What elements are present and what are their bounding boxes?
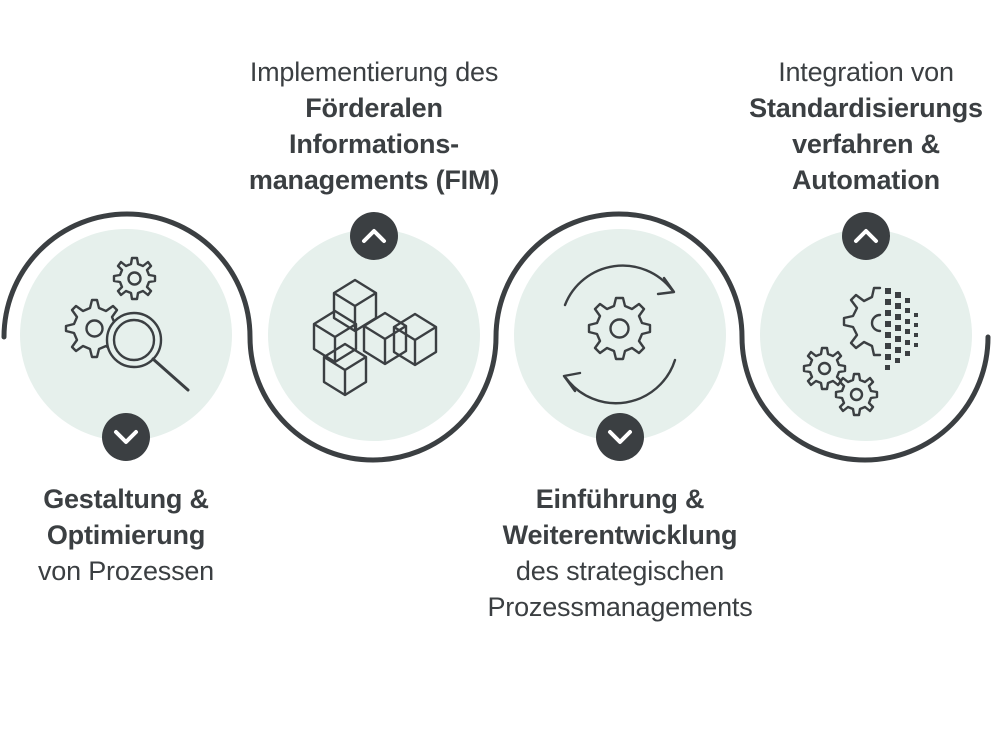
pixel-dots bbox=[885, 288, 918, 370]
chevron-down-icon bbox=[608, 430, 632, 444]
label-bold-line: Optimierung bbox=[46, 520, 206, 550]
gears-magnifier-icon bbox=[64, 256, 190, 392]
label-bold-line: Standardisierungs bbox=[749, 93, 983, 123]
chevron-up-badge-2 bbox=[350, 212, 398, 260]
label-normal-line: Integration von bbox=[778, 57, 954, 87]
label-bold-line: Gestaltung & bbox=[43, 484, 209, 514]
chevron-down-badge-3 bbox=[596, 413, 644, 461]
label-normal-line: des strategischen bbox=[515, 556, 725, 586]
label-bold-line: Informations- bbox=[289, 129, 459, 159]
label-bold-line: Einführung & bbox=[535, 484, 705, 514]
label-bold-line: Weiterentwicklung bbox=[502, 520, 738, 550]
step-circle-2 bbox=[268, 229, 480, 441]
label-normal-line: Implementierung des bbox=[249, 57, 499, 87]
label-bold-line: managements (FIM) bbox=[248, 165, 500, 195]
chevron-down-icon bbox=[114, 430, 138, 444]
label-bold-line: Förderalen bbox=[305, 93, 443, 123]
step-label-fim: Implementierung des Förderalen Informati… bbox=[219, 54, 529, 198]
step-label-strategie: Einführung & Weiterentwicklung des strat… bbox=[460, 481, 780, 625]
gears-digital-icon bbox=[802, 286, 882, 417]
chevron-up-icon bbox=[362, 229, 386, 243]
cubes-icon bbox=[312, 278, 438, 397]
step-label-prozesse: Gestaltung & Optimierung von Prozessen bbox=[6, 481, 246, 589]
gear-cycle-icon bbox=[562, 264, 677, 405]
label-normal-line: Prozessmanagements bbox=[487, 592, 753, 622]
label-bold-line: Automation bbox=[792, 165, 940, 195]
step-circle-3 bbox=[514, 229, 726, 441]
chevron-up-badge-4 bbox=[842, 212, 890, 260]
wave-line bbox=[1, 211, 991, 463]
step-circle-4 bbox=[760, 229, 972, 441]
label-bold-line: verfahren & bbox=[792, 129, 940, 159]
chevron-up-icon bbox=[854, 229, 878, 243]
step-label-automation: Integration von Standardisierungs verfah… bbox=[742, 54, 990, 198]
chevron-down-badge-1 bbox=[102, 413, 150, 461]
label-normal-line: von Prozessen bbox=[38, 556, 214, 586]
